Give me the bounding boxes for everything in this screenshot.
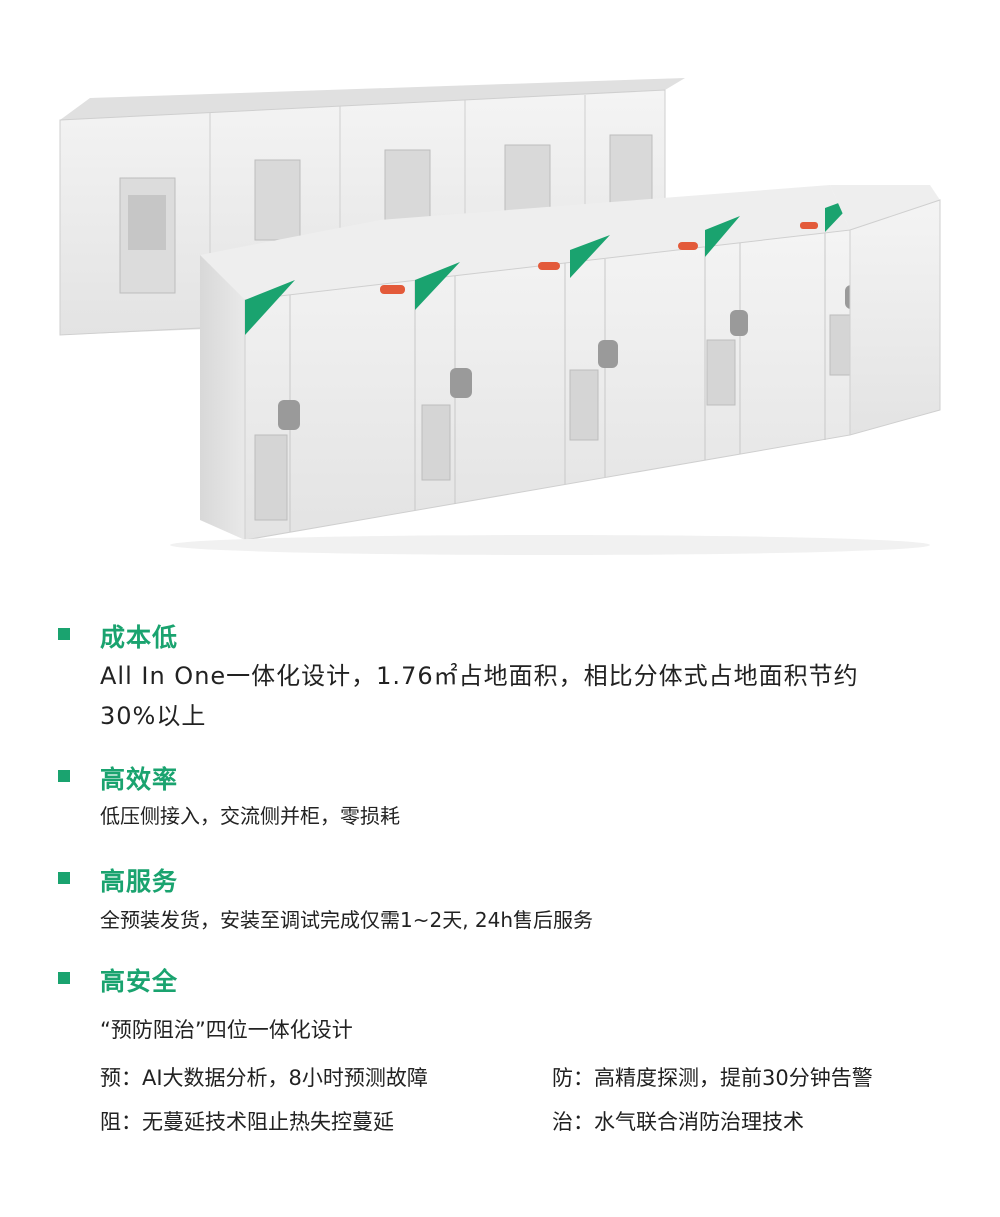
bullet-square-icon bbox=[58, 972, 70, 984]
feature-description-line-2: 30%以上 bbox=[100, 702, 207, 730]
bullet-square-icon bbox=[58, 628, 70, 640]
safety-row-1-right: 防：高精度探测，提前30分钟告警 bbox=[552, 1066, 873, 1090]
feature-description-line: 低压侧接入，交流侧并柜，零损耗 bbox=[100, 804, 400, 828]
energy-storage-cabinets-illustration bbox=[59, 78, 941, 555]
feature-title: 高安全 bbox=[100, 967, 179, 996]
bullet-square-icon bbox=[58, 770, 70, 782]
feature-intro-line: “预防阻治”四位一体化设计 bbox=[100, 1018, 353, 1042]
right-end-cabinet bbox=[830, 185, 941, 436]
feature-title: 成本低 bbox=[100, 623, 179, 652]
safety-row-2-right: 治：水气联合消防治理技术 bbox=[552, 1110, 804, 1134]
floor-shadow bbox=[170, 535, 930, 555]
feature-title: 高效率 bbox=[100, 765, 179, 794]
feature-description-line: 全预装发货，安装至调试完成仅需1~2天, 24h售后服务 bbox=[100, 908, 594, 932]
front-cabinet-row bbox=[200, 185, 935, 541]
safety-row-2-left: 阻：无蔓延技术阻止热失控蔓延 bbox=[100, 1110, 394, 1134]
feature-description-line-1: All In One一体化设计，1.76㎡占地面积，相比分体式占地面积节约 bbox=[100, 662, 859, 690]
feature-title: 高服务 bbox=[100, 867, 179, 896]
bullet-square-icon bbox=[58, 872, 70, 884]
safety-row-1-left: 预：AI大数据分析，8小时预测故障 bbox=[100, 1066, 428, 1090]
